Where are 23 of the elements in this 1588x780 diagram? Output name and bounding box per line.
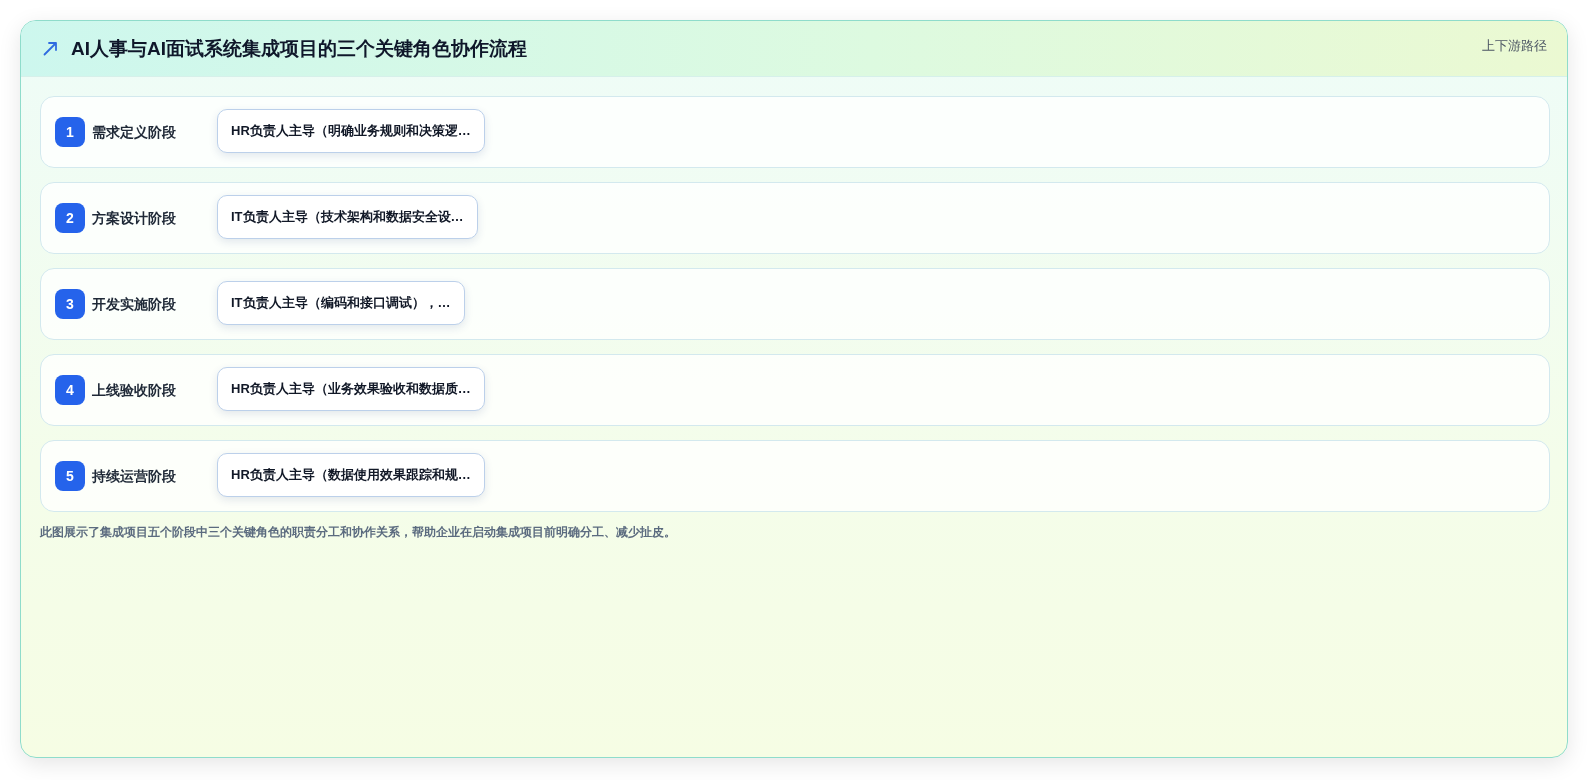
stage-row [40,440,1550,512]
role-summary-pill: HR负责人主导（明确业务规则和决策逻… [217,109,485,153]
diagram-title: AI人事与AI面试系统集成项目的三个关键角色协作流程 [71,37,527,61]
step-number-badge: 1 [55,117,85,147]
stage-row [40,96,1550,168]
stage-name: 持续运营阶段 [92,467,176,486]
role-summary-pill: HR负责人主导（业务效果验收和数据质… [217,367,485,411]
role-summary-pill: IT负责人主导（编码和接口调试），… [217,281,465,325]
role-summary-pill: HR负责人主导（数据使用效果跟踪和规… [217,453,485,497]
caption-text: 此图展示了集成项目五个阶段中三个关键角色的职责分工和协作关系，帮助企业在启动集成项目前明确分工、减少扯皮。 [40,524,676,541]
stage-name: 需求定义阶段 [92,123,176,142]
stage-row [40,354,1550,426]
role-summary-pill: IT负责人主导（技术架构和数据安全设… [217,195,478,239]
stage-name: 方案设计阶段 [92,209,176,228]
stage-row [40,268,1550,340]
step-number-badge: 2 [55,203,85,233]
view-label: 上下游路径 [1482,37,1547,55]
stage-name: 上线验收阶段 [92,381,176,400]
step-number-badge: 5 [55,461,85,491]
stage-row [40,182,1550,254]
stage-name: 开发实施阶段 [92,295,176,314]
step-number-badge: 3 [55,289,85,319]
step-number-badge: 4 [55,375,85,405]
